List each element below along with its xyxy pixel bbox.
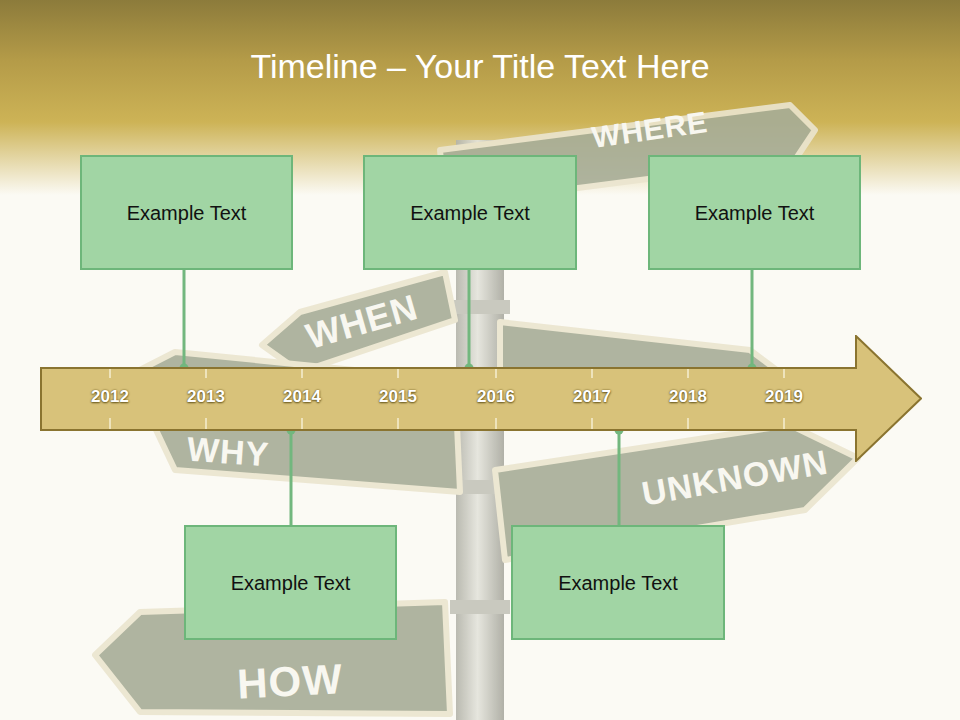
connector-line [751,270,754,368]
tick-mark [109,418,111,429]
tick-mark [397,369,399,378]
event-box: Example Text [80,155,293,270]
tick-mark [687,418,689,429]
event-box: Example Text [363,155,577,270]
year-label: 2016 [477,387,515,407]
box-text: Example Text [558,571,678,595]
event-box: Example Text [511,525,725,640]
connector-line [290,430,293,525]
tick-mark [783,369,785,378]
pole-bracket [450,300,510,314]
connector-line [183,270,186,368]
box-text: Example Text [127,201,247,225]
year-label: 2015 [379,387,417,407]
sign-word: HOW [236,655,344,708]
tick-mark [301,369,303,378]
pole-bracket [450,600,510,614]
timeline-arrow: 2012 2013 2014 2015 2016 2017 2018 2019 [40,335,922,462]
tick-mark [205,369,207,378]
box-text: Example Text [695,201,815,225]
year-label: 2018 [669,387,707,407]
box-text: Example Text [231,571,351,595]
sign-word: WHY [186,430,271,475]
tick-mark [591,418,593,429]
tick-mark [495,418,497,429]
box-text: Example Text [410,201,530,225]
year-label: 2014 [283,387,321,407]
tick-mark [495,369,497,378]
tick-mark [687,369,689,378]
tick-mark [301,418,303,429]
tick-mark [591,369,593,378]
year-label: 2017 [573,387,611,407]
arrow-body [41,336,921,461]
connector-line [468,270,471,368]
tick-mark [109,369,111,378]
year-label: 2013 [187,387,225,407]
sign-board [262,272,455,372]
tick-mark [397,418,399,429]
slide-title: Timeline – Your Title Text Here [0,44,960,88]
tick-mark [783,418,785,429]
tick-mark [205,418,207,429]
year-label: 2012 [91,387,129,407]
event-box: Example Text [184,525,397,640]
year-label: 2019 [765,387,803,407]
event-box: Example Text [648,155,861,270]
connector-line [618,430,621,525]
